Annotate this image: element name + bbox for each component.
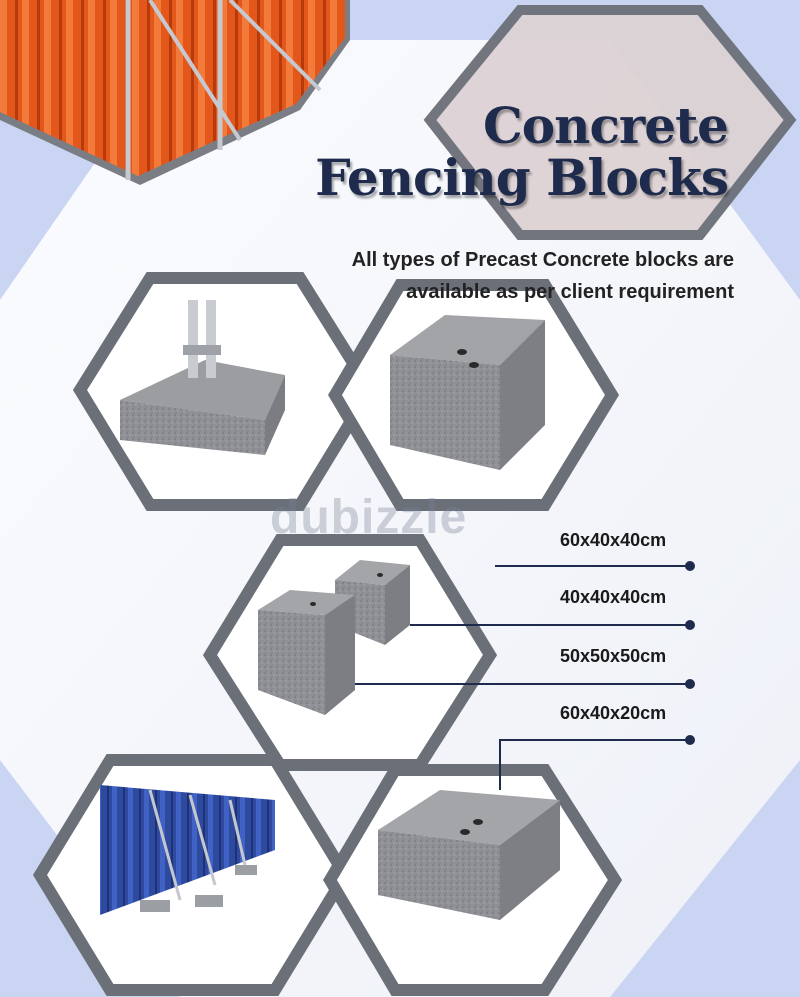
hexagon-block-with-post: [72, 272, 378, 511]
hexagon-cube-block: [328, 279, 620, 511]
size-label-50x50x50: 50x50x50cm: [560, 646, 667, 666]
size-label-60x40x20: 60x40x20cm: [560, 703, 667, 723]
size-pointer-lines: [355, 561, 695, 790]
title-line-2: Fencing Blocks: [315, 148, 729, 207]
orange-fence-hexagon: [0, 0, 350, 185]
title-hexagon: [423, 5, 797, 240]
title-line-1: Concrete: [482, 96, 729, 155]
hexagon-flat-block: [323, 764, 623, 996]
size-label-60x40x40: 60x40x40cm: [560, 530, 667, 550]
size-label-40x40x40: 40x40x40cm: [560, 587, 667, 607]
subtitle-line-2: available as per client requirement: [406, 281, 734, 303]
subtitle-line-1: All types of Precast Concrete blocks are: [351, 249, 734, 271]
hexagon-two-cubes: [202, 534, 498, 771]
watermark-text: dubizzle: [270, 491, 468, 544]
subtitle: All types of Precast Concrete blocks are…: [214, 244, 734, 308]
blue-fence-hexagon: [32, 754, 353, 996]
